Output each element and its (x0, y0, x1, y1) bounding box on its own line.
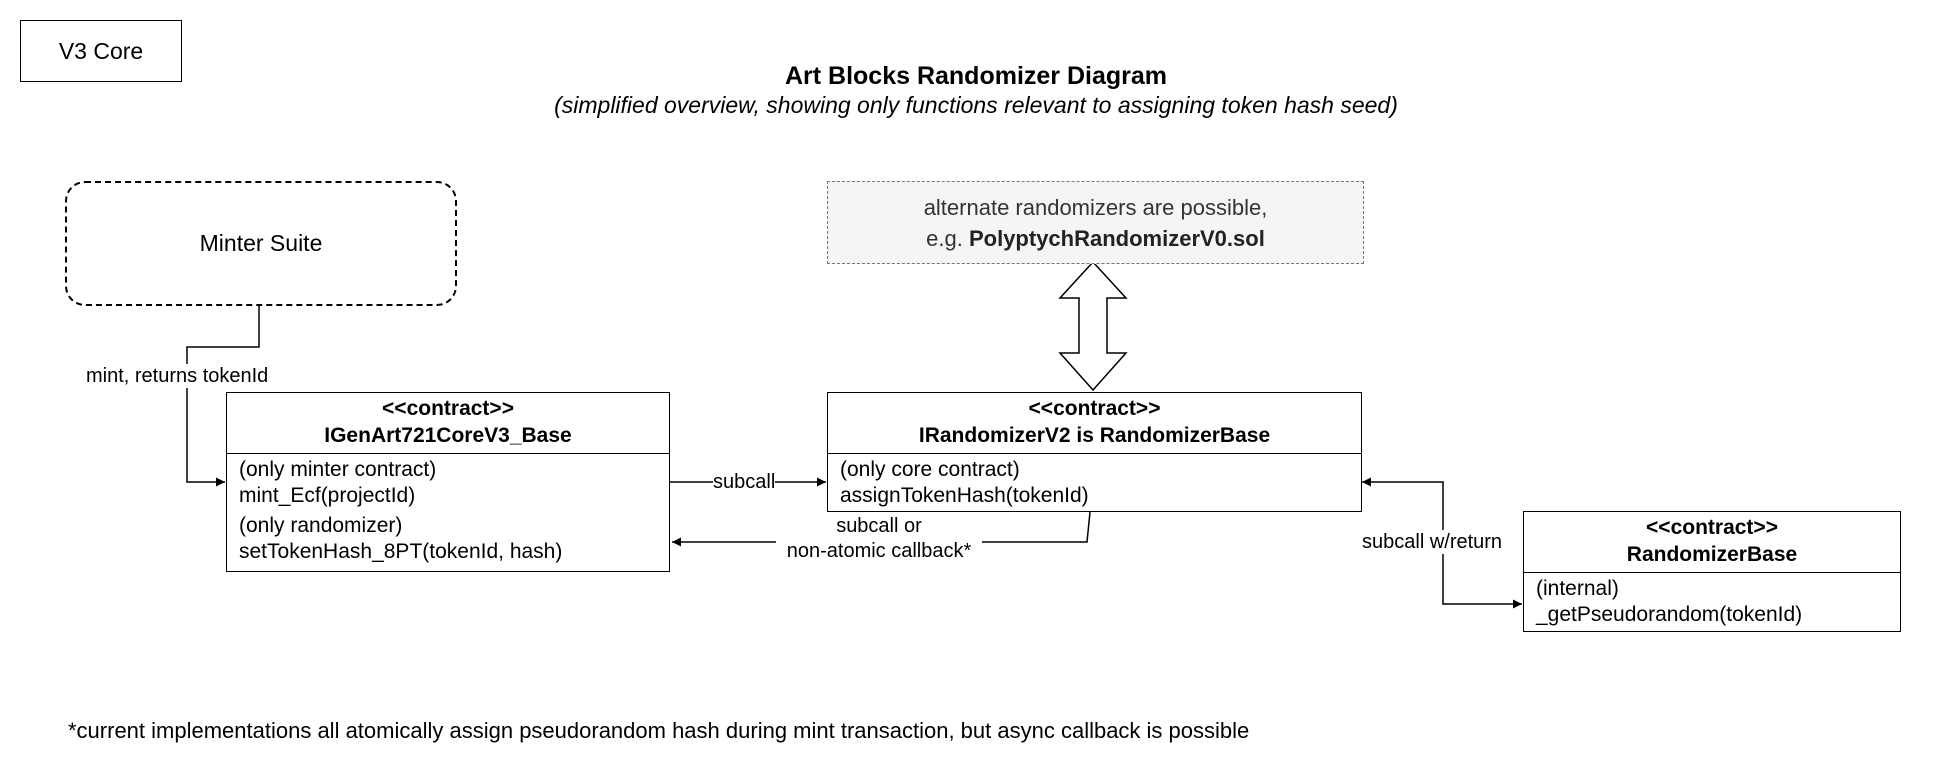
diagram-subtitle: (simplified overview, showing only funct… (554, 92, 1398, 118)
footnote: *current implementations all atomically … (68, 718, 1250, 743)
alternate-double-arrow (1058, 260, 1128, 392)
alternate-note-prefix: e.g. (926, 225, 969, 251)
randomizer-contract-class: <<contract>> IRandomizerV2 is Randomizer… (827, 392, 1362, 512)
core-contract-header: <<contract>> IGenArt721CoreV3_Base (227, 393, 669, 454)
subcall-edge-label: subcall (713, 470, 776, 494)
randomizer-member-line: (only core contract) (840, 458, 1020, 481)
randomizer-base-member-line: (internal) (1536, 577, 1619, 600)
alternate-note-line1: alternate randomizers are possible, (923, 194, 1268, 220)
mint-edge (186, 302, 260, 487)
randomizer-contract-members: (only core contract) assignTokenHash(tok… (840, 457, 1355, 509)
core-contract-members: (only minter contract) mint_Ecf(projectI… (239, 457, 663, 565)
alternate-randomizers-note: alternate randomizers are possible, e.g.… (827, 181, 1364, 264)
diagram-title: Art Blocks Randomizer Diagram (784, 62, 1168, 90)
randomizer-base-name: RandomizerBase (1626, 543, 1798, 566)
randomizer-contract-stereotype: <<contract>> (1028, 397, 1161, 420)
randomizer-base-class: <<contract>> RandomizerBase (internal) _… (1523, 511, 1901, 632)
callback-edge-label: subcall or non-atomic callback* (776, 514, 982, 564)
randomizer-base-member-line: _getPseudorandom(tokenId) (1536, 603, 1803, 626)
core-member-line: mint_Ecf(projectId) (239, 484, 416, 507)
callback-label-line1: subcall or (836, 515, 922, 537)
core-member-line: setTokenHash_8PT(tokenId, hash) (239, 540, 563, 563)
randomizer-member-line: assignTokenHash(tokenId) (840, 484, 1089, 507)
core-contract-stereotype: <<contract>> (382, 397, 514, 420)
alternate-note-line2: e.g. PolyptychRandomizerV0.sol (926, 223, 1265, 254)
core-contract-name: IGenArt721CoreV3_Base (324, 424, 572, 447)
randomizer-contract-header: <<contract>> IRandomizerV2 is Randomizer… (828, 393, 1361, 454)
subcall-return-edge-label: subcall w/return (1362, 530, 1503, 554)
callback-label-line2: non-atomic callback* (786, 540, 972, 562)
core-member-line: (only minter contract) (239, 458, 437, 481)
randomizer-base-members: (internal) _getPseudorandom(tokenId) (1536, 576, 1894, 628)
core-tag: V3 Core (20, 20, 182, 82)
core-member-line: (only randomizer) (239, 514, 403, 537)
randomizer-base-header: <<contract>> RandomizerBase (1524, 512, 1900, 573)
mint-edge-label: mint, returns tokenId (86, 364, 269, 388)
randomizer-base-stereotype: <<contract>> (1646, 516, 1778, 539)
core-contract-class: <<contract>> IGenArt721CoreV3_Base (only… (226, 392, 670, 572)
minter-suite-node: Minter Suite (65, 181, 457, 306)
randomizer-contract-name: IRandomizerV2 is RandomizerBase (918, 424, 1271, 447)
alternate-note-filename: PolyptychRandomizerV0.sol (968, 225, 1265, 251)
